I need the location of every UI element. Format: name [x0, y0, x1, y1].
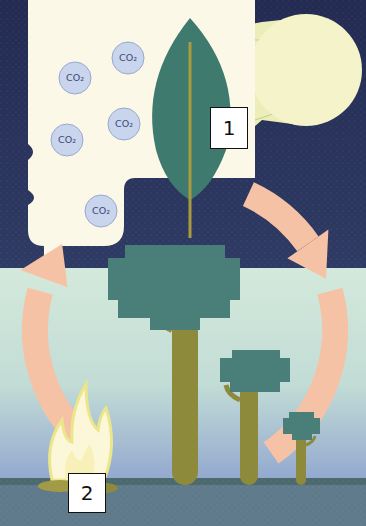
bubble-circle: [51, 124, 83, 156]
soil: [0, 478, 366, 526]
sun: [250, 14, 362, 126]
callout-box: 1: [210, 107, 248, 149]
medium-tree: [220, 350, 290, 485]
gas-label: CO₂: [115, 119, 133, 129]
arrow-head: [21, 244, 68, 287]
gas-label: CO₂: [58, 135, 76, 145]
night-sky: [0, 0, 366, 268]
bubble-circle: [85, 195, 117, 227]
gas-label: CO₂: [92, 206, 110, 216]
gas-label: CO₂: [119, 53, 137, 63]
arrow-head: [287, 230, 328, 279]
co2-bubble: CO₂: [107, 107, 141, 141]
co2-bubble: CO₂: [58, 61, 92, 95]
bubble-circle: [112, 42, 144, 74]
co2-cloud: [28, 0, 255, 266]
co2-bubble: CO₂: [84, 194, 118, 228]
callout-box: 2: [68, 473, 106, 513]
small-tree: [283, 412, 320, 485]
gas-label: CO₂: [66, 73, 84, 83]
callout-number: 2: [81, 482, 94, 504]
soil-grain: [0, 478, 366, 526]
bubble-circle: [108, 108, 140, 140]
bubble-circle: [59, 62, 91, 94]
callout-number: 1: [223, 117, 236, 139]
co2-bubble: CO₂: [50, 123, 84, 157]
sky-grain: [0, 0, 366, 268]
leaf-stem: [189, 42, 192, 238]
co2-bubble: CO₂: [111, 41, 145, 75]
